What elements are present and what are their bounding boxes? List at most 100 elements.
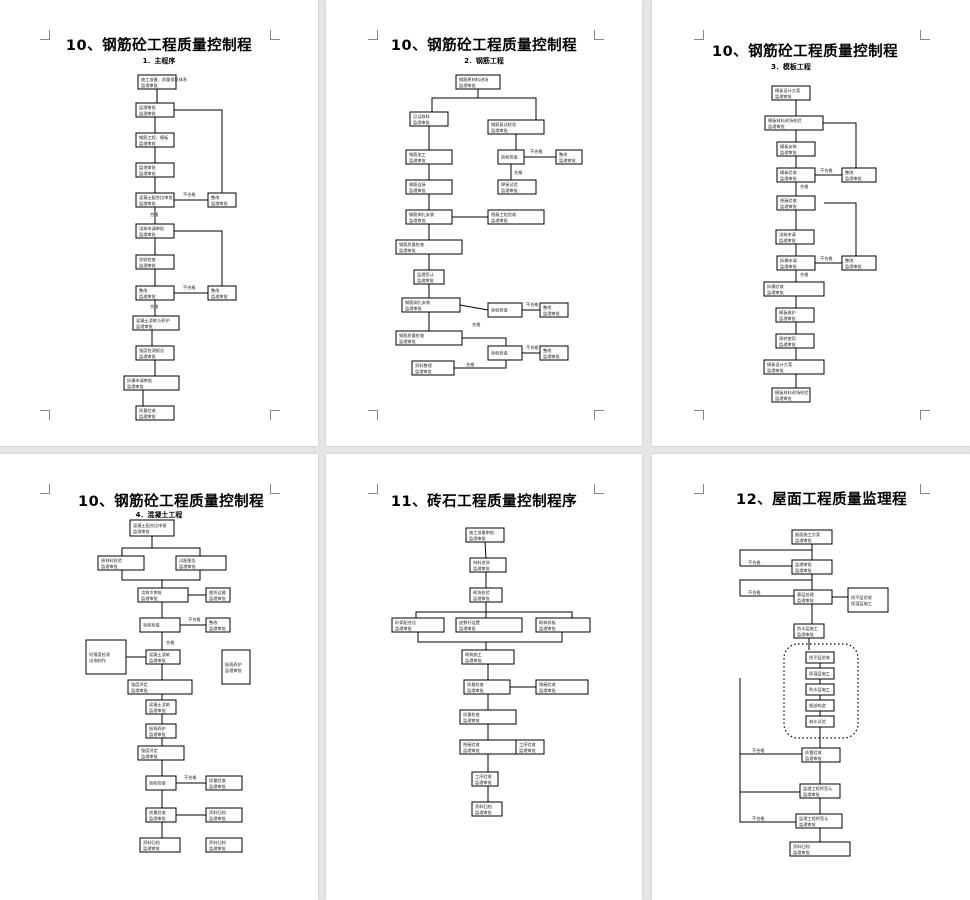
flow-step-text: 监理审批 (139, 200, 157, 207)
flow-step-text: 模板材料进场检验 (768, 117, 802, 124)
flow-step-text: 资料归档 (475, 803, 492, 810)
crop-mark (594, 410, 604, 420)
flow-step-box: 淋水试验 (805, 715, 835, 728)
flow-step-text: 监理审批 (209, 845, 227, 852)
flow-step-text: 资料归档 (209, 809, 226, 816)
flow-step-text: 施工准备、质量保证体系 (141, 76, 187, 83)
flow-step-text: 监理审批 (767, 367, 785, 374)
flow-step-text: 监理审批 (417, 277, 435, 284)
flow-step-text: 监理审批 (539, 687, 557, 694)
flow-step-text: 见证取样 (413, 113, 430, 120)
flow-step-text: 监理审批 (405, 305, 423, 312)
crop-mark (594, 484, 604, 494)
flow-step-text: 拆模申请审批 (127, 377, 153, 384)
page-title: 10、钢筋砼工程质量控制程 (390, 38, 578, 54)
flow-step-text: 监理审批 (475, 779, 493, 786)
flow-step-text: 监理审批 (469, 535, 487, 542)
flow-step-text: 监理审批 (209, 595, 227, 602)
flow-connector (462, 337, 507, 346)
flow-step-text: 监理审批 (491, 127, 509, 134)
flow-connector (174, 109, 223, 193)
flow-step-text: 资料归档 (793, 843, 810, 850)
flow-step-text: 监理审批 (779, 341, 797, 348)
flow-step-text: 监理审批 (143, 845, 161, 852)
flow-connector (739, 549, 812, 566)
flow-step-text: 监理审批 (139, 262, 157, 269)
flow-step-text: 砌块检验 (473, 589, 491, 596)
flow-step-text: 监理签认 (417, 271, 435, 278)
flow-step-text: 监理审批 (131, 687, 149, 694)
flow-step-text: 监理审批 (780, 149, 798, 156)
flow-step-text: 强度评定 (131, 681, 148, 688)
flow-step-text: 监理审批 (211, 200, 229, 207)
flow-step-text: 验收检查 (139, 256, 157, 263)
flow-step-text: 钢筋加工 (409, 151, 426, 158)
crop-mark (368, 30, 378, 40)
flow-step-text: 质量验收 (149, 809, 167, 816)
flow-step-text: 钢筋原材料进场 (459, 76, 488, 83)
flow-step-text: 监理审批 (779, 315, 797, 322)
flow-connector (486, 632, 563, 643)
flow-step-text: 监理审批 (133, 528, 151, 535)
flow-label: 不合格 (748, 559, 761, 566)
flow-step-text: 找平层验收 (851, 594, 873, 601)
flow-step-text: 监理审批 (409, 187, 427, 194)
flow-step-text: 资料归档 (143, 839, 160, 846)
flow-connector (486, 611, 573, 618)
flow-step-text: 模板维护 (779, 309, 796, 316)
flow-step-text: 模板材料进场检验 (775, 389, 809, 396)
flow-step-text: 监理审批 (767, 289, 785, 296)
document-page-4: 10、钢筋砼工程质量控制程 4．混凝土工程 混凝土配合比申报监理审批原材料检验监… (0, 454, 318, 900)
flow-step-text: 监理审批 (473, 595, 491, 602)
flow-step-text: 监理审批 (780, 203, 798, 210)
flow-label: 不合格 (752, 747, 765, 754)
flow-step-text: 保温层施工 (809, 670, 830, 677)
flow-step-text: 振捣养护 (225, 661, 242, 668)
flow-step-text: 监理审批 (797, 631, 815, 638)
flow-step-text: 监理审批 (473, 565, 491, 572)
flow-label: 合格 (166, 639, 175, 646)
page-subtitle: 1．主程序 (142, 57, 176, 65)
flow-step-text: 钢筋连接 (409, 181, 427, 188)
page-subtitle: 3．模板工程 (771, 63, 811, 71)
flow-step-text: 钢筋绑扎安装 (405, 299, 431, 306)
crop-mark (368, 410, 378, 420)
flow-label: 不合格 (820, 255, 833, 262)
flow-step-text: 监理审批 (459, 82, 477, 89)
flow-step-text: 整改 (845, 169, 854, 176)
flow-label: 不合格 (748, 589, 761, 596)
flow-step-text: 钢筋工程、模板 (139, 134, 169, 141)
flow-step-text: 模板验收 (780, 169, 798, 176)
flow-step-box: 保温层施工 (805, 667, 835, 680)
flow-step-text: 监理审批 (139, 104, 157, 111)
